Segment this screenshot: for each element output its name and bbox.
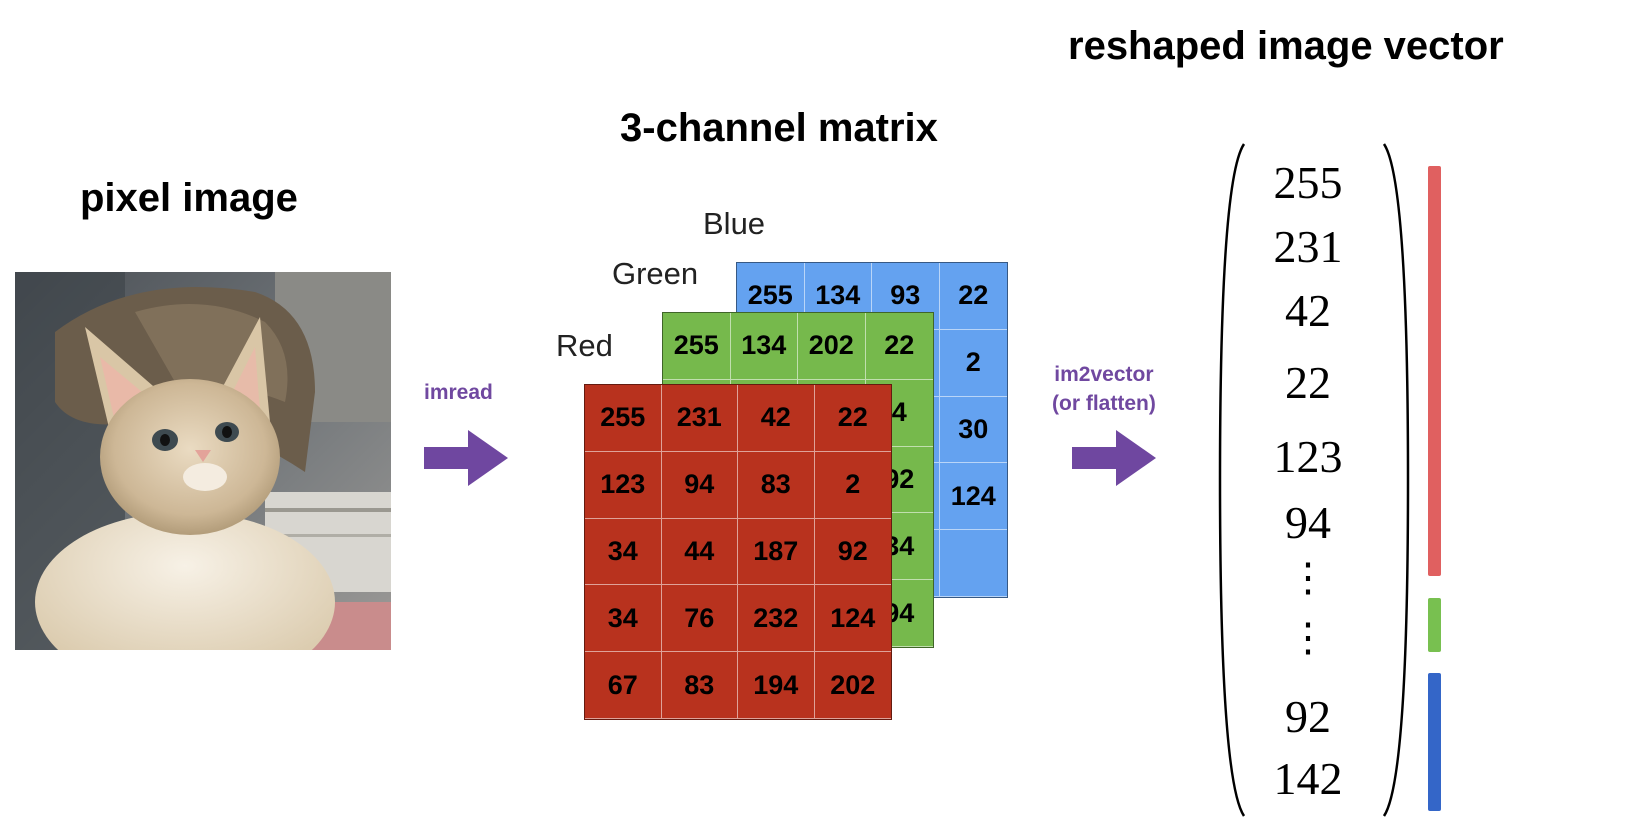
matrix-cell: 83	[661, 652, 738, 719]
vector-value: 94	[1285, 497, 1331, 548]
matrix-cell: 34	[585, 518, 662, 586]
matrix-cell: 94	[661, 451, 738, 519]
flatten-label-line1: im2vector	[1054, 363, 1154, 386]
green-channel-bar	[1428, 598, 1441, 652]
matrix-cell: 30	[939, 397, 1007, 464]
matrix-cell: 2	[939, 330, 1007, 397]
matrix-cell: 232	[738, 585, 815, 653]
matrix-cell: 67	[585, 652, 662, 719]
flatten-arrow-icon	[1072, 430, 1156, 491]
matrix-cell: 44	[661, 518, 738, 586]
red-channel-label: Red	[556, 328, 613, 363]
kitten-image	[15, 272, 391, 650]
pixel-image-title: pixel image	[80, 176, 298, 220]
vector-value: 123	[1273, 431, 1343, 482]
matrix-cell: 2	[814, 452, 891, 519]
vector-values: 255 231 42 22 123 94 ⋮ ⋮ 92 142	[1236, 150, 1380, 810]
imread-label: imread	[424, 381, 493, 404]
right-parenthesis-icon	[1380, 140, 1410, 825]
matrix-cell: 34	[585, 585, 662, 653]
imread-arrow-icon	[424, 430, 508, 491]
matrix-cell: 83	[738, 451, 815, 519]
matrix-cell: 22	[939, 263, 1007, 330]
matrix-cell: 194	[738, 652, 815, 719]
blue-channel-label: Blue	[703, 206, 766, 241]
vector-value: 255	[1273, 157, 1343, 208]
flatten-label-line2: (or flatten)	[1052, 392, 1156, 416]
matrix-cell: 187	[738, 518, 815, 586]
vector-ellipsis: ⋮	[1288, 555, 1328, 600]
matrix-cell: 255	[585, 385, 662, 452]
vector-title: reshaped image vector	[1068, 24, 1504, 68]
green-channel-label: Green	[612, 256, 699, 291]
matrix-cell: 142	[939, 530, 1007, 597]
red-channel-matrix: 255 231 42 22 123 94 83 2 34 44 187 92 3…	[584, 384, 892, 720]
red-channel-bar	[1428, 166, 1441, 576]
vector-ellipsis: ⋮	[1288, 615, 1328, 660]
matrix-cell: 202	[798, 313, 866, 380]
matrix-cell: 124	[939, 463, 1007, 531]
matrix-cell: 134	[730, 313, 798, 380]
left-parenthesis-icon	[1218, 140, 1248, 825]
matrix-cell: 231	[661, 385, 738, 452]
matrix-cell: 92	[814, 519, 891, 586]
matrix-cell: 124	[814, 585, 891, 653]
flatten-label: im2vector (or flatten)	[1052, 360, 1156, 419]
vector-value: 92	[1285, 691, 1331, 742]
matrix-cell: 255	[663, 313, 731, 380]
matrix-cell: 22	[814, 385, 891, 452]
vector-value: 231	[1273, 221, 1343, 272]
matrix-cell: 22	[865, 313, 933, 380]
matrix-cell: 202	[814, 652, 891, 719]
vector-value: 22	[1285, 357, 1331, 408]
matrix-cell: 123	[585, 451, 662, 519]
matrix-cell: 76	[661, 585, 738, 653]
matrix-cell: 42	[738, 385, 815, 452]
vector-value: 142	[1273, 753, 1343, 804]
matrix-cell: 4	[865, 380, 933, 447]
blue-channel-bar	[1428, 673, 1441, 811]
vector-value: 42	[1285, 285, 1331, 336]
matrix-title: 3-channel matrix	[620, 106, 938, 150]
